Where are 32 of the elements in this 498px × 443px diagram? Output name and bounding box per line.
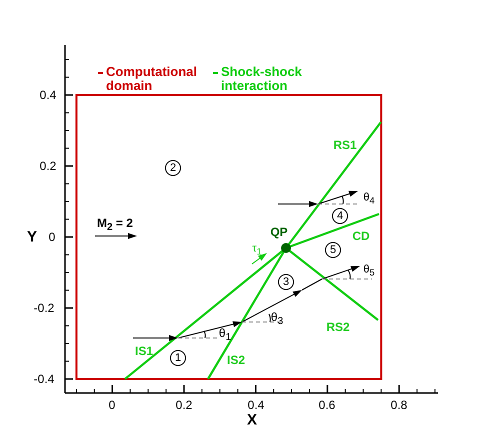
region-number: 5	[325, 242, 341, 258]
tick-label: 0	[108, 399, 116, 411]
region-number: 4	[332, 208, 348, 224]
axis-title: Y	[27, 230, 37, 244]
flow-label: M$_{2}$ = 2	[97, 216, 133, 234]
axis-title: X	[247, 412, 257, 428]
angle-label: τ$_{1}$	[252, 243, 262, 257]
legend-text: Shock-shock interaction	[221, 65, 303, 92]
tick-label: 0.2	[40, 160, 56, 172]
point-marker	[281, 243, 291, 253]
angle-label: θ$_{1}$	[218, 326, 232, 344]
tick-label: 0.4	[248, 399, 264, 411]
tick-label: 0.4	[40, 89, 56, 101]
region-number: 1	[170, 350, 186, 366]
line-label: IS1	[135, 345, 153, 357]
tick-label: 0.6	[318, 399, 336, 411]
angle-label: θ$_{5}$	[363, 264, 375, 278]
tick-label: 0	[48, 231, 56, 243]
angle-label: θ$_{3}$	[270, 310, 284, 328]
line-label: IS2	[227, 354, 245, 366]
tick-label: -0.4	[34, 373, 54, 385]
tick-label: 0.2	[176, 399, 192, 411]
region-number: 2	[165, 160, 181, 176]
line-label: RS1	[333, 139, 357, 151]
angle-label: θ$_{4}$	[363, 192, 375, 206]
line-label: RS2	[326, 321, 350, 333]
tick-label: 0.8	[390, 399, 408, 411]
legend-text: Computational domain	[106, 65, 198, 92]
point-label: QP	[270, 226, 288, 238]
region-number: 3	[278, 274, 294, 290]
tick-label: -0.2	[34, 302, 54, 314]
line-label: CD	[352, 230, 370, 242]
